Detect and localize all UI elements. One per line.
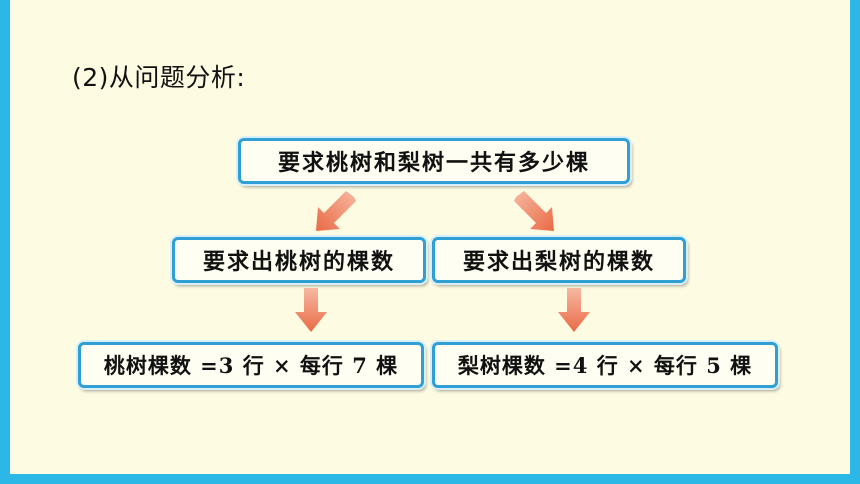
- arrow-down-icon: [295, 288, 327, 332]
- slide-canvas: (2)从问题分析:: [10, 0, 850, 474]
- section-heading: (2)从问题分析:: [72, 63, 246, 92]
- arrow-down-icon: [558, 288, 590, 332]
- sub-goal-pear-count: 要求出梨树的棵数: [432, 237, 686, 283]
- sub-goal-peach-count: 要求出桃树的棵数: [172, 237, 426, 283]
- formula-peach-trees: 桃树棵数 =3 行 × 每行 7 棵: [78, 342, 424, 388]
- goal-box-total-trees: 要求桃树和梨树一共有多少棵: [238, 138, 630, 184]
- arrow-down-left-icon: [316, 191, 356, 231]
- arrow-down-right-icon: [514, 191, 554, 231]
- formula-pear-trees: 梨树棵数 =4 行 × 每行 5 棵: [432, 342, 778, 388]
